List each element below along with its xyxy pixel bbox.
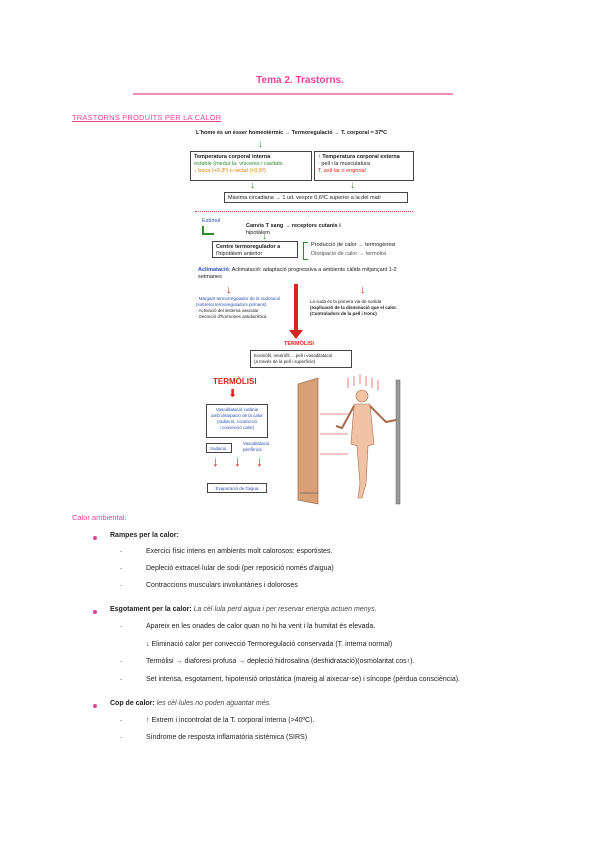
internal-temp-line2: estable (medul·la, vísceres i cavitats: [194, 161, 283, 167]
left-list-item: · Margarit termorregulador de la sudorac…: [196, 296, 281, 301]
wall-shape: [297, 377, 319, 505]
external-temp-line2: · pell i la musculatura: [318, 161, 370, 167]
item-heading: Esgotament per la calor: La cèl·lula per…: [110, 606, 377, 613]
circadian-box: Màxima circadiana → 1 ud. vespre 0,6ºC s…: [224, 192, 408, 203]
change-line2: hipotàlem: [246, 230, 270, 236]
red-down-arrow-icon: ↓: [360, 284, 366, 296]
ambient-heat-title: Calor ambiental:: [72, 513, 127, 522]
figure-left-arm: [335, 405, 355, 430]
left-list-item: · Secreció d'hormones antidiurètica: [196, 314, 267, 319]
external-temp-box: ↑ Temperatura corporal externa · pell i …: [314, 151, 414, 181]
red-down-arrow-icon: ↓: [256, 453, 263, 469]
figure-label: CONDUCCIÓ: [300, 490, 319, 495]
vaso-line: amb dissipació de la calor: [211, 413, 263, 418]
termolisi-box: Eosinòfil, neutròfil, ...pell i vasodila…: [250, 350, 352, 368]
dash-icon: -: [120, 549, 122, 555]
heat-arrows: [320, 374, 379, 455]
left-list-item: (sobretot termoreguladors primaris): [196, 302, 267, 307]
vaso-line: (radiació, conducció: [216, 419, 258, 424]
peripheral-vaso-label: Vasodilatació perifèrica: [243, 441, 270, 452]
left-list-item: · Activació del sistema vascular: [196, 308, 259, 313]
bullet-icon: [93, 536, 97, 540]
section-title: TRASTORNS PRODUÏTS PER LA CALOR: [72, 113, 222, 122]
dash-icon: -: [120, 735, 122, 741]
big-termolisi-label: TERMÒLISI: [213, 377, 257, 386]
item-note: les cèl·lules no poden aguantar més.: [156, 700, 272, 707]
item-sub: ↓ Eliminació calor per convecció Termore…: [146, 641, 393, 648]
item-sub: Síndrome de resposta inflamatòria sistèm…: [146, 734, 308, 741]
change-line1: Canvis T sang → receptors cutanis i: [246, 223, 341, 229]
internal-temp-line3: ↓ boca (+0,3º) o rectal (+0,5º): [194, 168, 266, 174]
item-title: Esgotament per la calor:: [110, 606, 192, 613]
diagram-divider: [195, 211, 413, 212]
thermoregulatory-centre-box: Centre termoregulador a l'hipotàlem ante…: [212, 241, 298, 258]
right-list-item: (explicació de la disminució que el calo…: [310, 305, 398, 310]
dash-icon: -: [120, 583, 122, 589]
dash-icon: -: [120, 659, 122, 665]
down-arrow-icon: ↓: [258, 139, 263, 150]
figure-body: [350, 403, 375, 499]
down-arrow-icon: ↓: [262, 231, 267, 242]
centre-line2: l'hipotàlem anterior: [216, 251, 263, 257]
item-sub: Exercici físic intens en ambients molt c…: [146, 548, 333, 555]
acclimatization-text: Aclimatació: Aclimatació: adaptació prog…: [198, 267, 397, 280]
item-sub: Depleció extracel·lular de sodi (per rep…: [146, 565, 334, 572]
vaso-line: i convecció calor): [219, 425, 255, 430]
produce-line1: Producció de calor → termogènesi: [311, 242, 396, 248]
figure-right-arm: [369, 405, 397, 424]
diagram-header: L'home és un ésser homeotèrmic → Termore…: [196, 130, 388, 136]
stimulus-label: Estímul: [202, 218, 221, 224]
item-note: La cèl·lula perd aigua i per reservar en…: [193, 606, 377, 613]
sweating-box: Sudació: [206, 443, 232, 453]
produce-line2: Dissipació de calor → termòlisi: [311, 251, 387, 257]
evaporation-box: Evaporació de l'aigua: [207, 483, 267, 493]
red-down-arrow-icon: ↓: [226, 284, 232, 296]
bullet-icon: [93, 704, 97, 708]
item-sub: Termòlisi → diaforesi profusa → depleció…: [146, 658, 415, 665]
bullet-icon: [93, 610, 97, 614]
dash-icon: -: [120, 566, 122, 572]
dash-icon: -: [120, 677, 122, 683]
figure-head: [355, 389, 369, 403]
item-heading: Cop de calor: les cèl·lules no poden agu…: [110, 700, 271, 707]
page-title: Tema 2. Trastorns.: [256, 75, 344, 86]
right-list-item: (Controladors de la pell i tronc): [310, 311, 377, 316]
heat-exchange-illustration: CONDUCCIÓ: [297, 374, 401, 505]
red-down-arrow-icon: ↓: [212, 453, 219, 469]
item-title: Cop de calor:: [110, 700, 155, 707]
item-title: Rampes per la calor:: [110, 532, 179, 539]
termolisi-label: TERMÒLISI: [284, 341, 314, 347]
acclimatization-right-list: La suda és la primera via de sortida (ex…: [310, 299, 414, 317]
down-arrow-icon: ↓: [350, 180, 355, 191]
external-temp-line1: ↑ Temperatura corporal externa: [318, 154, 400, 160]
internal-temp-box: Temperatura corporal interna estable (me…: [190, 151, 312, 181]
title-divider: [133, 93, 453, 95]
red-arrow-shaft: [294, 284, 298, 332]
dash-icon: -: [120, 624, 122, 630]
internal-temp-line1: Temperatura corporal interna: [194, 154, 271, 160]
bent-arrow-icon: [202, 226, 214, 235]
external-temp-line3: T. axil·lar o engonal: [318, 168, 366, 174]
item-sub: ↑ Extrem i incontrolat de la T. corporal…: [146, 717, 315, 724]
item-sub: Contraccions musculars involuntàries i d…: [146, 582, 298, 589]
acclimatization-left-list: · Margarit termorregulador de la sudorac…: [196, 296, 286, 320]
pole-shape: [395, 379, 401, 505]
red-down-arrow-icon: ⬇: [228, 388, 238, 400]
centre-line1: Centre termoregulador a: [216, 244, 281, 250]
red-arrow-head-icon: [289, 330, 303, 339]
vasodilation-box: Vasodilatació cutània amb dissipació de …: [206, 404, 268, 438]
down-arrow-icon: ↓: [250, 180, 255, 191]
item-sub: Set intensa, esgotament, hipotensió orto…: [146, 676, 460, 683]
acclimatization-body: Aclimatació: adaptació progressiva a amb…: [198, 267, 397, 280]
item-sub: Apareix en les onades de calor quan no h…: [146, 623, 376, 630]
dash-icon: -: [120, 718, 122, 724]
brace-icon: [303, 242, 308, 260]
termolisi-line2: (a través de la pell i superfície): [254, 359, 316, 364]
red-down-arrow-icon: ↓: [234, 453, 241, 469]
vaso-line: Vasodilatació cutània: [215, 407, 259, 412]
right-list-item: La suda és la primera via de sortida: [310, 299, 382, 304]
termolisi-line1: Eosinòfil, neutròfil, ...pell i vasodila…: [254, 353, 333, 358]
